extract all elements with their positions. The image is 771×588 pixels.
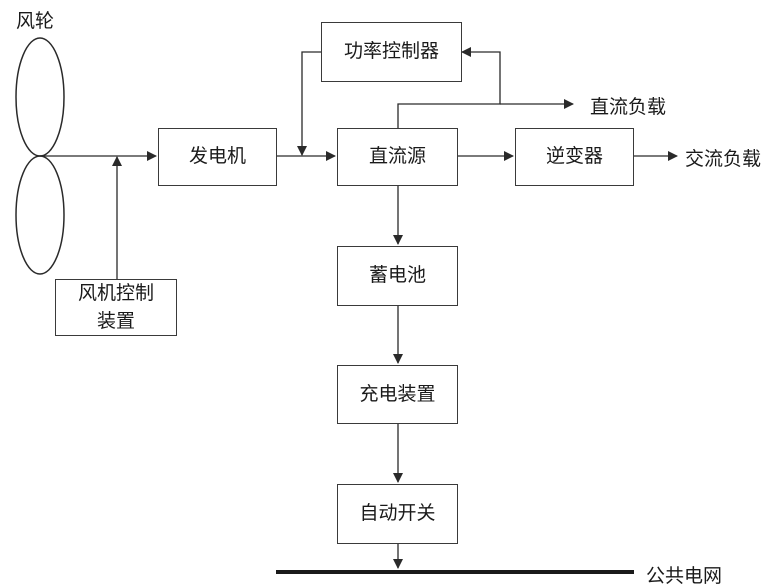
controller-to-gen-line xyxy=(297,51,321,156)
ac-load-label: 交流负载 xyxy=(685,148,762,170)
dc-source-text: 直流源 xyxy=(368,145,426,168)
charger-box: 充电装置 xyxy=(337,365,458,424)
wind-wheel-label: 风轮 xyxy=(16,10,55,32)
dc-source-box: 直流源 xyxy=(337,128,458,186)
auto-switch-box: 自动开关 xyxy=(337,484,458,544)
battery-text: 蓄电池 xyxy=(368,264,426,287)
power-controller-box: 功率控制器 xyxy=(321,22,462,82)
turbine-controller-text-line1: 风机控制 xyxy=(77,281,154,304)
auto-switch-text: 自动开关 xyxy=(359,502,436,525)
generator-box: 发电机 xyxy=(158,128,277,186)
inverter-box: 逆变器 xyxy=(515,128,634,186)
battery-box: 蓄电池 xyxy=(337,246,458,306)
public-grid-label: 公共电网 xyxy=(646,565,723,587)
wind-blade-lower xyxy=(15,155,65,275)
generator-text: 发电机 xyxy=(188,145,246,168)
charger-text: 充电装置 xyxy=(359,382,436,405)
wind-blade-upper xyxy=(15,37,65,157)
turbine-controller-box: 风机控制 装置 xyxy=(55,279,177,336)
turbine-controller-text-line2: 装置 xyxy=(96,309,135,332)
dc-load-label: 直流负载 xyxy=(590,96,667,118)
inverter-text: 逆变器 xyxy=(545,145,603,168)
power-controller-text: 功率控制器 xyxy=(343,40,439,63)
